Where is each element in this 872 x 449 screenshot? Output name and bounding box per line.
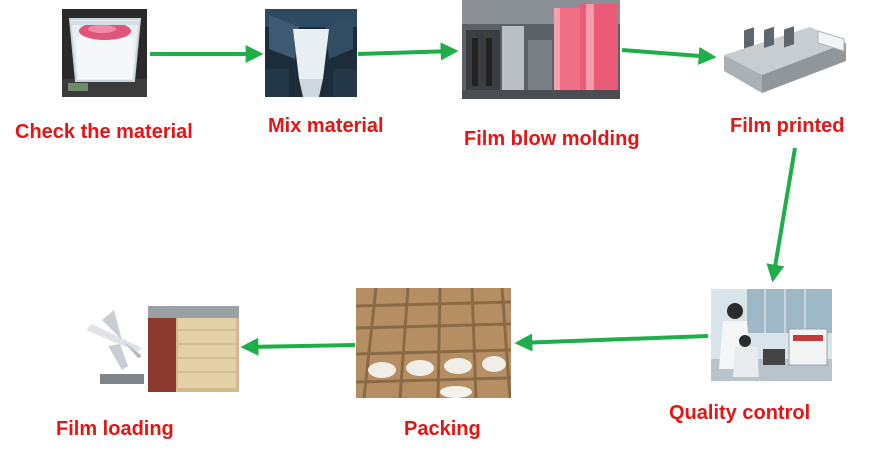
hopper-photo — [265, 9, 357, 97]
airplane-container-photo — [78, 300, 239, 392]
step-label-loading: Film loading — [56, 418, 174, 440]
lab-technician-photo — [711, 289, 832, 381]
step-label-print: Film printed — [730, 115, 845, 137]
printing-press-photo — [718, 9, 854, 99]
step-label-quality: Quality control — [669, 402, 811, 424]
arrow-quality-to-packing — [514, 333, 709, 352]
arrow-packing-to-loading — [240, 337, 356, 356]
step-label-packing: Packing — [404, 418, 481, 440]
step-label-blow: Film blow molding — [464, 128, 640, 150]
step-label-check: Check the material — [15, 121, 193, 143]
carton-boxes-photo — [356, 288, 511, 398]
step-label-mix: Mix material — [268, 115, 384, 137]
film-rolls-photo — [462, 0, 620, 99]
scale-container-photo — [62, 9, 147, 97]
arrow-blow-to-print — [621, 46, 717, 65]
arrow-mix-to-blow — [357, 42, 459, 61]
arrow-print-to-quality — [766, 147, 797, 283]
